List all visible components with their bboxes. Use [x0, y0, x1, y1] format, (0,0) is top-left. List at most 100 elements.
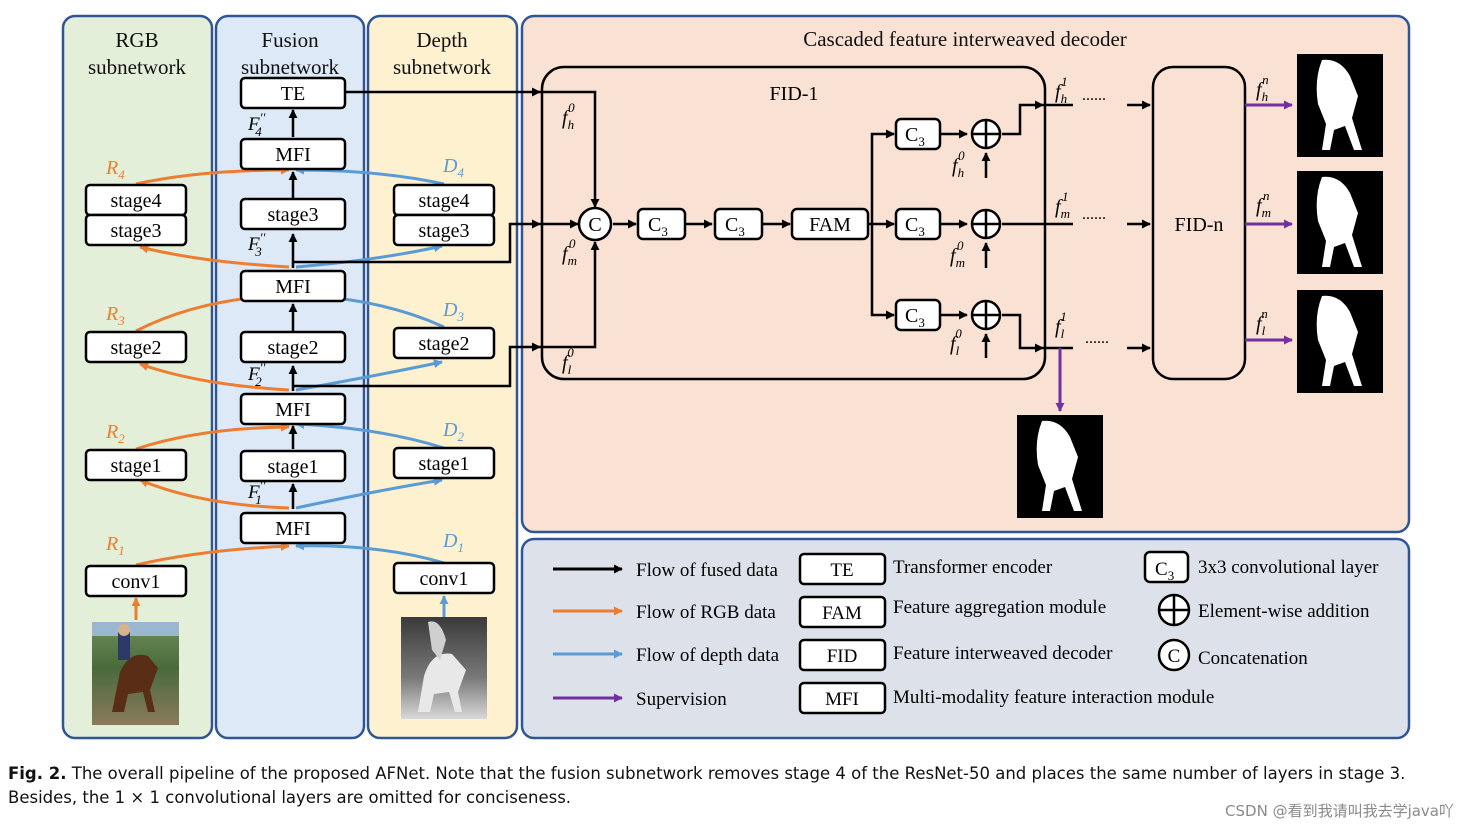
legend-te-box-label: TE — [830, 560, 853, 581]
legend-add-icon — [1157, 593, 1191, 627]
legend-panel — [520, 537, 1411, 740]
depth-stage4-label: stage4 — [418, 190, 469, 212]
legend-cat-icon-label: C — [1168, 646, 1181, 667]
fm0-skip-label: fm0 — [950, 238, 965, 270]
legend-supervision: Supervision — [636, 689, 727, 710]
r1-label: R1 — [105, 533, 125, 558]
legend-fid-desc: Feature interweaved decoder — [893, 643, 1113, 664]
fl0-label: fl0 — [562, 345, 574, 377]
mfi4-box — [239, 137, 347, 171]
add-node-l — [970, 299, 1002, 331]
fidn-label: FID-n — [1175, 214, 1224, 236]
rgb-stage1-box — [84, 448, 188, 482]
rgb-conv1-box — [84, 564, 188, 598]
watermark: CSDN @看到我请叫我去学java吖 — [1225, 802, 1454, 820]
fusion-title-line2: subnetwork — [241, 55, 339, 79]
fh0-label: fh0 — [562, 100, 575, 132]
legend-fused: Flow of fused data — [636, 560, 779, 581]
legend-fam-box — [798, 595, 887, 629]
fusion-subnetwork-panel — [214, 14, 366, 740]
fl0-skip-label: fl0 — [950, 326, 962, 358]
depth-title-line1: Depth — [416, 28, 468, 52]
legend-c3-box — [1143, 550, 1190, 584]
caption-text: The overall pipeline of the proposed AFN… — [8, 764, 1406, 807]
mfi3-label: MFI — [275, 276, 311, 298]
decoder-title: Cascaded feature interweaved decoder — [803, 27, 1127, 51]
f4-label: F′′4 — [247, 110, 265, 139]
dec-c3-label-1: C3 — [648, 214, 668, 239]
f2-label: F′′2 — [247, 360, 265, 389]
legend-cat-icon — [1157, 638, 1191, 672]
rgb-stage3-box — [84, 213, 188, 247]
depth-stage2-box — [392, 326, 496, 360]
f3-label: F′′3 — [247, 230, 265, 259]
mfi4-label: MFI — [275, 144, 311, 166]
d2-label: D2 — [442, 419, 464, 444]
caption-label: Fig. 2. — [8, 764, 67, 783]
rgb-input-image — [92, 622, 179, 725]
r4-label: R4 — [105, 157, 125, 182]
depth-stage1-label: stage1 — [418, 453, 469, 475]
fh1-label: fh1 — [1055, 74, 1068, 106]
fusion-stage3-box — [239, 197, 347, 231]
dots-m: ...... — [1082, 206, 1106, 223]
r3-label: R3 — [105, 303, 125, 328]
depth-conv1-box — [392, 561, 496, 595]
legend-add-desc: Element-wise addition — [1198, 601, 1370, 622]
legend-fid-box — [798, 638, 887, 672]
fmn-label: fmn — [1256, 188, 1271, 220]
rgb-stage4-label: stage4 — [110, 190, 161, 212]
d1-label: D1 — [442, 530, 464, 555]
rgb-stage3-label: stage3 — [110, 220, 161, 242]
fam-label: FAM — [809, 214, 851, 236]
saliency-map-h — [1297, 54, 1383, 157]
depth-stage2-label: stage2 — [418, 333, 469, 355]
mfi2-box — [239, 392, 347, 426]
r2-label: R2 — [105, 421, 125, 446]
add-node-h — [970, 118, 1002, 150]
saliency-map-m — [1297, 171, 1383, 274]
add-node-m — [970, 208, 1002, 240]
rgb-title-line2: subnetwork — [88, 55, 186, 79]
saliency-map-fid1 — [1017, 415, 1103, 518]
mfi3-box — [239, 269, 347, 303]
dec-c3-box-2 — [713, 207, 764, 241]
dots-h: ...... — [1082, 87, 1106, 104]
dec-c3-box-l — [894, 298, 942, 332]
dec-c3-label-m: C3 — [905, 214, 925, 239]
mfi2-label: MFI — [275, 399, 311, 421]
te-box — [239, 76, 347, 110]
legend-c3-desc: 3x3 convolutional layer — [1198, 557, 1379, 578]
d3-label: D3 — [442, 299, 464, 324]
dec-c3-label-2: C3 — [725, 214, 745, 239]
depth-conv1-label: conv1 — [420, 568, 469, 590]
fm0-label: fm0 — [562, 236, 577, 268]
legend-fam-desc: Feature aggregation module — [893, 597, 1106, 618]
fh0-skip-label: fh0 — [952, 148, 965, 180]
dec-c3-box-h — [894, 117, 942, 151]
depth-stage3-label: stage3 — [418, 220, 469, 242]
legend-fam-box-label: FAM — [822, 603, 862, 624]
fid1-label: FID-1 — [770, 83, 819, 105]
legend-mfi-box-label: MFI — [825, 689, 859, 710]
fln-label: fln — [1256, 306, 1268, 338]
fusion-stage2-label: stage2 — [267, 337, 318, 359]
fl1-label: fl1 — [1055, 309, 1067, 341]
legend-c3-box-label: C3 — [1155, 559, 1174, 583]
fm1-label: fm1 — [1055, 189, 1070, 221]
rgb-stage2-box — [84, 330, 188, 364]
fusion-stage1-label: stage1 — [267, 456, 318, 478]
depth-stage3-box — [392, 213, 496, 247]
legend-depth: Flow of depth data — [636, 645, 780, 666]
legend-fid-box-label: FID — [827, 646, 858, 667]
legend-te-desc: Transformer encoder — [893, 557, 1053, 578]
saliency-map-l — [1297, 290, 1383, 393]
legend-mfi-box — [798, 681, 887, 715]
fam-box — [790, 207, 870, 241]
decoder-panel — [520, 14, 1411, 534]
fhn-label: fhn — [1256, 72, 1269, 104]
depth-title-line2: subnetwork — [393, 55, 491, 79]
afnet-pipeline-figure: RGB subnetwork Fusion subnetwork Depth s… — [61, 14, 1411, 740]
concat-node — [577, 206, 613, 242]
dec-c3-label-h: C3 — [905, 124, 925, 149]
